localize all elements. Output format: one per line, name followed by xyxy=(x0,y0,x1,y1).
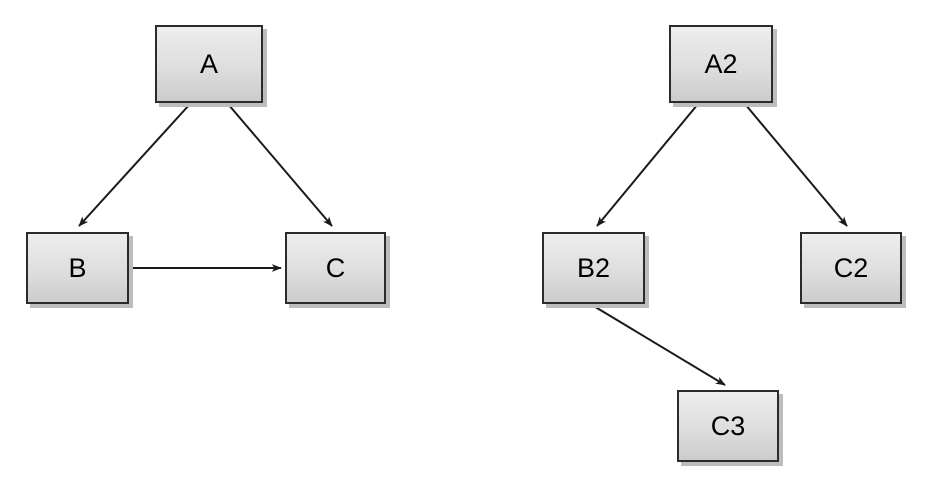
node-b-label: B xyxy=(68,252,87,283)
node-c3-label: C3 xyxy=(710,410,746,441)
node-c2-label: C2 xyxy=(833,252,869,283)
node-a-label: A xyxy=(199,48,218,79)
node-b2[interactable]: B2 xyxy=(542,232,645,304)
node-a2[interactable]: A2 xyxy=(669,25,773,103)
node-c2[interactable]: C2 xyxy=(800,232,902,304)
node-b2-label: B2 xyxy=(576,252,611,283)
node-b[interactable]: B xyxy=(26,232,129,304)
node-c-label: C xyxy=(325,252,346,283)
node-c[interactable]: C xyxy=(285,232,386,304)
node-a2-label: A2 xyxy=(704,48,738,79)
node-a[interactable]: A xyxy=(155,25,263,103)
node-c3[interactable]: C3 xyxy=(677,390,779,462)
